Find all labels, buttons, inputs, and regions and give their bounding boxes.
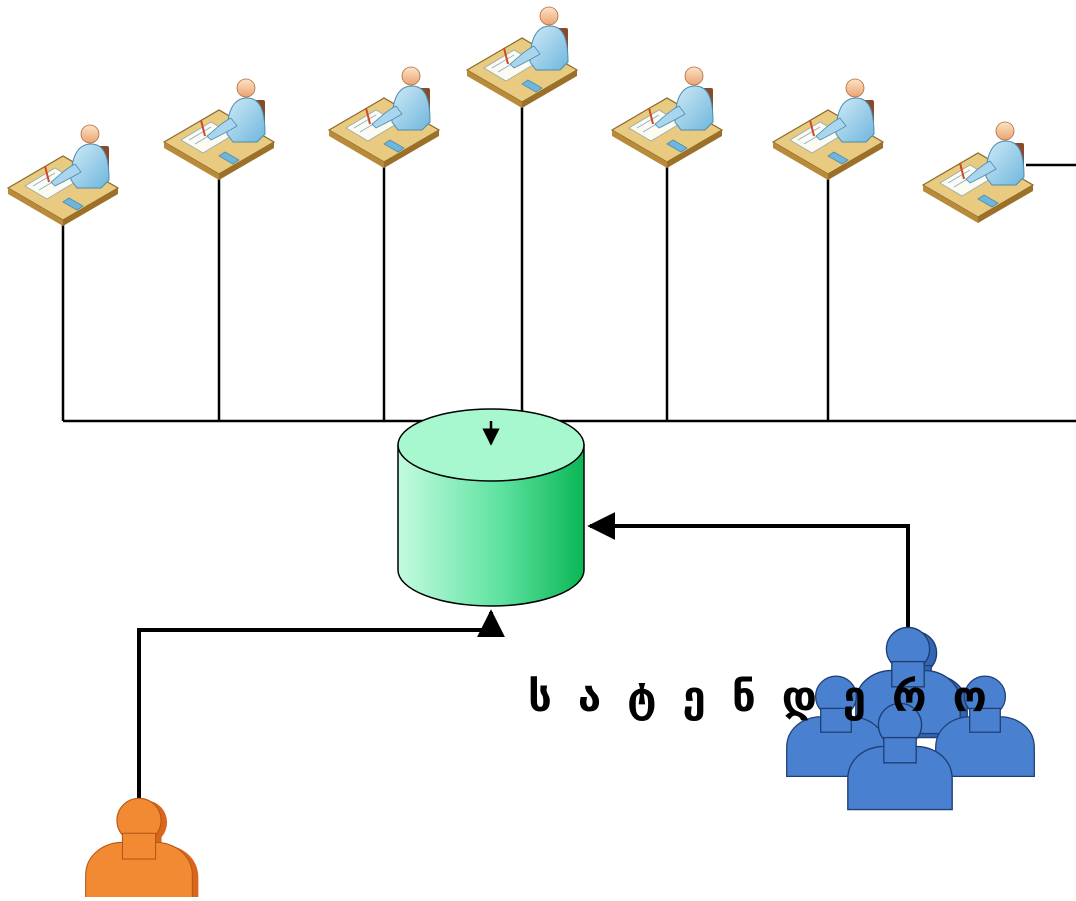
arrow-person-to-db	[137, 609, 505, 808]
user-at-desk-icon	[7, 124, 119, 227]
network-lines	[61, 86, 1076, 423]
workstation-4	[466, 6, 578, 109]
user-at-desk-icon	[611, 66, 723, 169]
person-icon	[85, 797, 199, 901]
workstation-2	[163, 78, 275, 181]
user-at-desk-icon	[163, 78, 275, 181]
user-at-desk-icon	[328, 66, 440, 169]
workstation-3	[328, 66, 440, 169]
database-cylinder-icon	[397, 408, 585, 607]
workstation-5	[611, 66, 723, 169]
arrow-group-to-db	[587, 512, 910, 628]
workstation-7	[922, 121, 1034, 224]
user-at-desk-icon	[466, 6, 578, 109]
tender-label: სატენდერო	[528, 672, 1013, 721]
workstation-1	[7, 124, 119, 227]
user-at-desk-icon	[922, 121, 1034, 224]
user-at-desk-icon	[772, 78, 884, 181]
workstation-6	[772, 78, 884, 181]
